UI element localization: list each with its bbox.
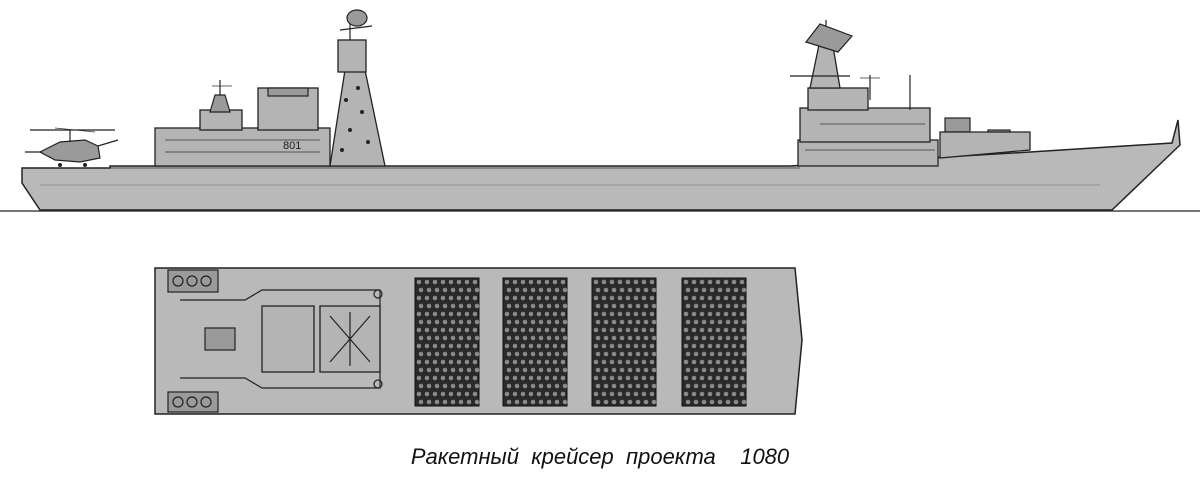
hull (21, 119, 1181, 211)
aft-gun-mounts (167, 269, 219, 413)
launcher-grid (414, 277, 480, 407)
forward-superstructure (790, 20, 1031, 167)
side-profile: 801 (0, 9, 1200, 212)
hull-number: 801 (283, 140, 301, 152)
top-view (154, 267, 803, 415)
aft-superstructure: 801 (154, 80, 331, 167)
figure-caption: Ракетный крейсер проекта 1080 (410, 444, 790, 469)
missile-launchers (414, 277, 747, 407)
aft-mast (329, 9, 386, 167)
launcher-grid (681, 277, 747, 407)
launcher-grid (591, 277, 657, 407)
hangar-area (180, 289, 383, 389)
launcher-grid (502, 277, 568, 407)
helicopter (25, 127, 119, 167)
